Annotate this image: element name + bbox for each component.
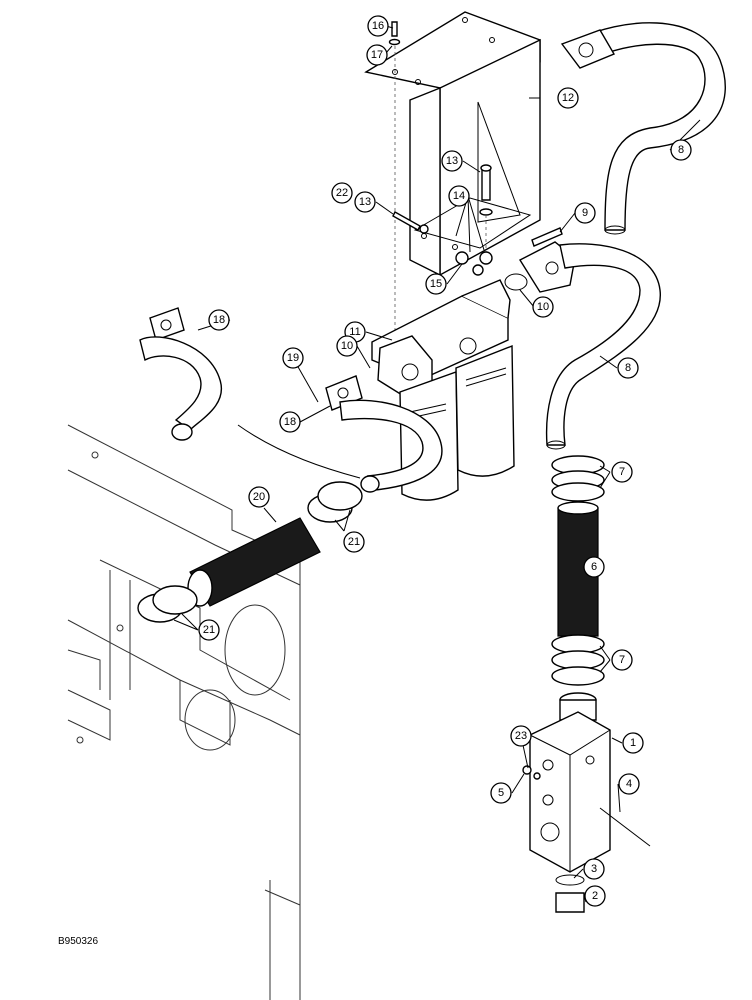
svg-text:1: 1 — [630, 737, 636, 749]
callout-8-top: 8 — [670, 139, 692, 161]
svg-text:21: 21 — [203, 624, 215, 636]
svg-text:13: 13 — [359, 196, 371, 208]
svg-text:7: 7 — [619, 466, 625, 478]
svg-text:2: 2 — [592, 890, 598, 902]
svg-text:15: 15 — [430, 278, 442, 290]
svg-text:10: 10 — [341, 340, 353, 352]
valve-block — [522, 692, 651, 913]
callout-19: 19 — [282, 347, 304, 369]
svg-text:6: 6 — [591, 561, 597, 573]
bracket-bolts — [388, 21, 493, 330]
svg-text:13: 13 — [446, 155, 458, 167]
head-fittings — [455, 227, 576, 293]
callout-2: 2 — [584, 885, 606, 907]
callout-1: 1 — [622, 732, 644, 754]
callout-5: 5 — [490, 782, 512, 804]
svg-text:20: 20 — [253, 491, 265, 503]
hose-6 — [551, 455, 605, 686]
callout-4: 4 — [618, 773, 640, 795]
svg-text:11: 11 — [349, 326, 360, 338]
callout-14: 14 — [448, 185, 470, 207]
svg-text:5: 5 — [498, 787, 504, 799]
svg-text:16: 16 — [372, 20, 384, 32]
filter-head — [371, 279, 511, 401]
svg-text:3: 3 — [591, 863, 597, 875]
callout-18-upper: 18 — [208, 309, 230, 331]
pipe-18 — [139, 307, 443, 493]
svg-text:22: 22 — [336, 187, 348, 199]
svg-text:18: 18 — [284, 416, 296, 428]
callout-7-lower: 7 — [611, 649, 633, 671]
callout-7-upper: 7 — [611, 461, 633, 483]
callout-10-left: 10 — [336, 335, 358, 357]
svg-text:8: 8 — [678, 144, 684, 156]
callout-3: 3 — [583, 858, 605, 880]
hose-20 — [137, 481, 363, 623]
callout-21-left: 21 — [198, 619, 220, 641]
callouts: 16 17 12 8 13 22 13 14 9 15 10 18 11 10 … — [198, 15, 692, 907]
callout-15: 15 — [425, 273, 447, 295]
callout-16: 16 — [367, 15, 389, 37]
leader-lines — [173, 25, 701, 903]
callout-17: 17 — [366, 44, 388, 66]
callout-13-upper: 13 — [441, 150, 463, 172]
callout-8-lower: 8 — [617, 357, 639, 379]
callout-10-right: 10 — [532, 296, 554, 318]
callout-13-lower: 13 — [354, 191, 376, 213]
callout-12: 12 — [557, 87, 579, 109]
callout-21-right: 21 — [343, 531, 365, 553]
callout-18-lower: 18 — [279, 411, 301, 433]
svg-text:18: 18 — [213, 314, 225, 326]
svg-text:17: 17 — [371, 49, 383, 61]
svg-text:21: 21 — [348, 536, 360, 548]
callout-6: 6 — [583, 556, 605, 578]
figure-code: B950326 — [58, 936, 99, 947]
svg-text:23: 23 — [515, 730, 527, 742]
callout-23: 23 — [510, 725, 532, 747]
callout-20: 20 — [248, 486, 270, 508]
svg-text:4: 4 — [626, 778, 632, 790]
svg-text:12: 12 — [562, 92, 574, 104]
pipe-8 — [545, 22, 726, 450]
svg-text:10: 10 — [537, 301, 549, 313]
svg-text:7: 7 — [619, 654, 625, 666]
svg-text:14: 14 — [453, 190, 465, 202]
loader-frame — [67, 424, 301, 1000]
mounting-bracket — [364, 11, 541, 277]
callout-22: 22 — [331, 182, 353, 204]
svg-text:19: 19 — [287, 352, 299, 364]
svg-text:9: 9 — [582, 207, 588, 219]
callout-9: 9 — [574, 202, 596, 224]
svg-text:8: 8 — [625, 362, 631, 374]
